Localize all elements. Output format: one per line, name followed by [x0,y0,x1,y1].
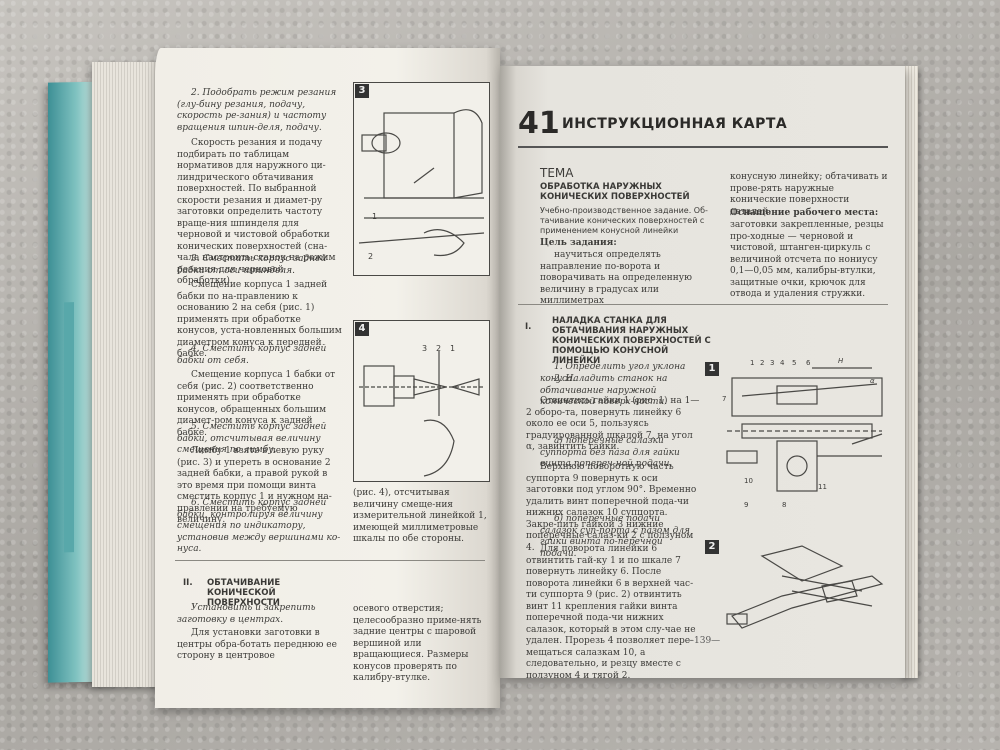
step5-instruction: 5. Сместить корпус задней бабки, отсчиты… [177,422,327,455]
step6-instruction: 6. Сместить корпус задней бабки, контрол… [177,498,341,554]
section-ii-para: Для установки заготовки в центры обра-бо… [177,628,337,661]
fig1-label-1: 1 [750,359,755,367]
equip-text: заготовки закрепленные, резцы про-ходные… [730,220,884,299]
equip-label: Оснащение рабочего места: [730,208,879,218]
page-edges-left [92,62,162,687]
s1-para2: Верхнюю поворотную часть суппорта 9 пове… [526,462,697,553]
figure-3-number: 3 [355,84,369,98]
goal-continuation: конусную линейку; обтачивать и прове-рят… [730,172,888,217]
fig1-label-5: 5 [792,359,797,367]
fig1-label-3: 3 [770,359,775,367]
para-offset-away: Смещение корпуса 1 бабки от себя (рис. 2… [177,370,336,438]
fig1-label-7: 7 [722,395,727,403]
section-ii-instruction: Установить и закрепить заготовку в центр… [177,603,316,625]
figure-3-tailstock: 1 2 [353,82,490,276]
card-number: 41 [518,106,560,141]
fig1-label-9: 9 [744,501,749,509]
tema-title: Обработка наружных конических поверхност… [540,182,690,202]
s1-step1: 1. Определить угол уклона конуса. [540,362,686,384]
fig1-label-6: 6 [806,359,811,367]
right-page: 41 ИНСТРУКЦИОННАЯ КАРТА ТЕМА Обработка н… [500,66,905,678]
card-title: ИНСТРУКЦИОННАЯ КАРТА [562,116,788,132]
para-offset-toward: Смещение корпуса 1 задней бабки по на-пр… [177,280,342,359]
section-ii-number: II. [183,578,193,588]
s1-para1: Отвинтить гайки 1 (рис. 1) на 1—2 оборо-… [526,396,700,452]
s1-variant-b: б) поперечные подачи салазок суп-порта с… [540,514,691,559]
para-speed: Скорость резания и подачу подбирать по т… [177,138,336,286]
title-rule [518,146,888,148]
step4-instruction: 4. Сместить корпус задней бабки от себя. [177,344,327,366]
left-page: 2. Подобрать режим резания (глу-бину рез… [155,48,500,708]
fig1-label-alpha: α [870,377,875,385]
figure-4-drawing [359,351,484,477]
figure-4-continuation: (рис. 4), отсчитывая величину смеще-ния … [353,488,487,544]
figure-2-taper-attachment [722,536,892,636]
fig4-label-2: 2 [436,344,442,353]
para-limb: Лимбу 1 взять в левую руку (рис. 3) и уп… [177,446,332,525]
page-number: —139— [685,636,721,646]
section-ii-continuation: осевого отверстия; целесообразно приме-н… [353,604,482,683]
step2-instruction: 2. Подобрать режим резания (глу-бину рез… [177,88,337,133]
figure-1-drawing [726,367,883,492]
s1-para3: Для поворота линейки 6 отвинтить гай-ку … [526,544,696,678]
fig1-label-2: 2 [760,359,765,367]
task-text: Учебно-производственное задание. Об-тачи… [540,206,708,235]
figure-1-taper-attachment: 1 2 3 4 5 6 7 8 9 10 11 H α [722,356,892,516]
s1-step2: 2. Наладить станок на обтачивание наружн… [540,374,668,407]
fig3-label-1: 1 [372,212,378,221]
figure-4-number: 4 [355,322,369,336]
figure-1-number: 1 [705,362,719,376]
fig4-label-1: 1 [450,344,456,353]
goal-label: Цель задания: [540,238,617,248]
fig1-label-4: 4 [780,359,785,367]
tema-label: ТЕМА [540,166,574,180]
fig1-label-8: 8 [782,501,787,509]
step3-instruction: 3. Сместить корпус задней бабки от оси ш… [177,254,327,276]
figure-3-drawing [358,109,485,257]
fig1-label-11: 11 [818,483,827,491]
section-ii-title: Обтачивание конической поверхности [207,578,281,608]
fig1-label-10: 10 [744,477,753,485]
figure-4-centers: 3 2 1 [353,320,490,482]
figure-2-number: 2 [705,540,719,554]
section-i-number: I. [525,322,532,332]
section-divider [175,560,485,561]
s1-variant-a: а) поперечные салазки суппорта без паза … [540,436,680,469]
section-i-title: Наладка станка для обтачивания наружных … [552,316,711,366]
section-rule [518,304,888,305]
fig3-label-2: 2 [368,252,374,261]
goal-text: научиться определять направление по-воро… [540,250,692,306]
fig4-label-3: 3 [422,344,428,353]
figure-2-drawing [726,545,884,629]
fig1-label-h: H [838,357,844,365]
